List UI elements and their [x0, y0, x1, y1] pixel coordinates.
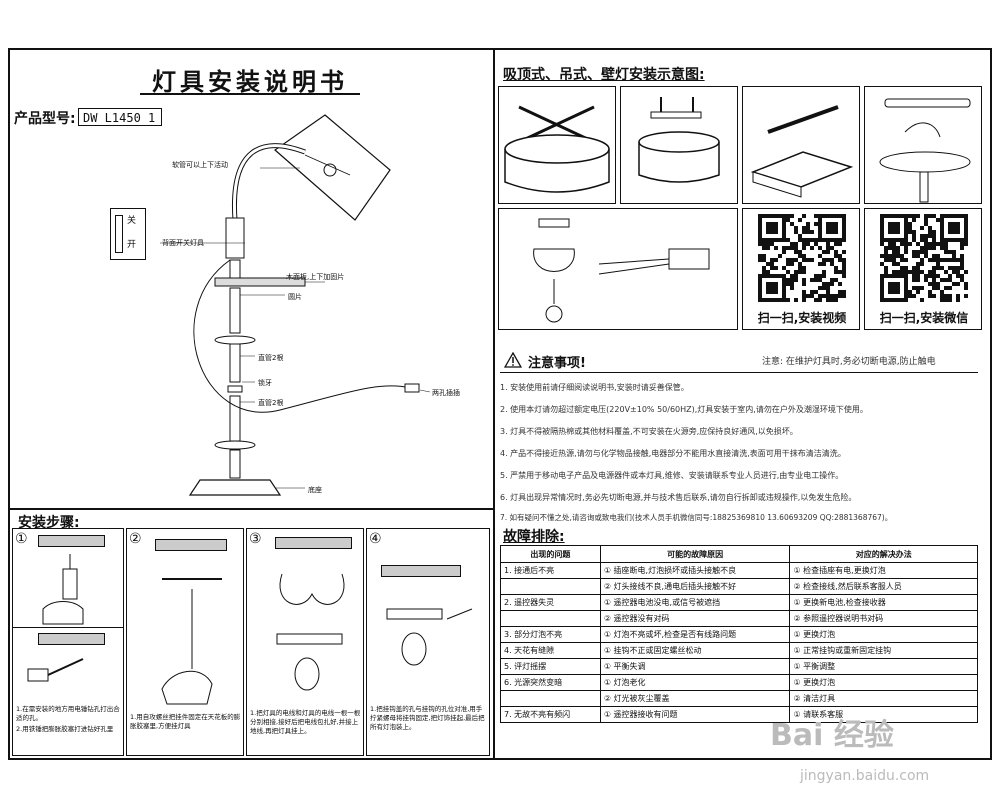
step-3-caption: 1.把灯具的电线和灯具的电线一根一根分别相接,接好后把电线包扎好,并接上地线,再… [250, 709, 361, 735]
step-2-caption: 1.用自攻螺丝把挂件固定在天花板的膨胀胶塞里,方便挂灯具 [130, 713, 241, 730]
label-plate: 圆片 [288, 293, 302, 301]
title-underline [140, 93, 360, 95]
label-board: 木面板,上下加固片 [286, 273, 345, 281]
notice-line-3: 3. 灯具不得被隔热棉或其他材料覆盖,不可安装在火源旁,应保持良好通风,以免损坏… [500, 427, 798, 436]
notice-line-5: 5. 严禁用于移动电子产品及电源器件或本灯具,维修、安装请联系专业人员进行,由专… [500, 471, 844, 480]
watermark-url: jingyan.baidu.com [800, 768, 930, 784]
header-problem: 出现的问题 [500, 545, 601, 563]
watermark-brand: Bai 经验 [770, 718, 894, 753]
step-1-caption-a: 1.在需安装的地方用电锤钻孔打出合适的孔。 [16, 705, 120, 722]
label-plug: 两孔插插 [432, 389, 460, 397]
qr-video-panel: 扫一扫,安装视频 [742, 208, 860, 330]
step-2-number: ② [129, 531, 142, 547]
label-arm1: 直管2根 [258, 354, 284, 362]
step-4-number: ④ [369, 531, 382, 547]
diagram-pendant [864, 86, 982, 204]
notice-line-4: 4. 产品不得接近热源,请勿与化学物品接触,电器部分不能用水直接清洗,表面可用干… [500, 449, 846, 458]
step-1-caption-b: 2.用铁锤把膨胀胶塞打进钻好孔里 [16, 725, 114, 733]
page-title: 灯具安装说明书 [152, 68, 348, 96]
notice-line-1: 1. 安装使用前请仔细阅读说明书,安装时请妥善保管。 [500, 383, 689, 392]
switch-off-label: 关 [127, 216, 137, 226]
install-title: 安装步骤: [18, 515, 80, 531]
step-3-panel: ③ 1.把灯具的电线和灯具的电线一根一根分别相接,接好后把电线包扎好,并接上地线… [246, 528, 364, 756]
diagram-ceiling-round [498, 86, 616, 204]
qr-code-video[interactable] [758, 214, 846, 302]
diagram-ceiling-panel [742, 86, 860, 204]
diagram-ceiling-drum [620, 86, 738, 204]
document-frame [8, 48, 992, 760]
diagram-title: 吸顶式、吊式、壁灯安装示意图: [503, 67, 705, 83]
step-1-panel: ① 1.在需安装的地方用电锤钻孔打出合适的孔。 2.用铁锤把膨胀胶塞打进钻好孔里 [12, 528, 124, 756]
model-label: 产品型号: [14, 111, 76, 127]
label-nut: 锁牙 [258, 379, 272, 387]
switch-on-label: 开 [127, 240, 137, 250]
step-1-number: ① [15, 531, 28, 547]
label-base: 底座 [308, 486, 322, 494]
label-switch: 背面开关灯具 [162, 239, 204, 247]
table-header-row: 出现的问题 可能的故障原因 对应的解决办法 [500, 545, 978, 563]
horizontal-divider [8, 508, 495, 510]
notice-title: 注意事项! [528, 356, 586, 371]
qr-wechat-caption: 扫一扫,安装微信 [879, 311, 969, 325]
header-solution: 对应的解决办法 [789, 545, 978, 563]
warning-icon [504, 352, 522, 368]
model-value: DW L1450 1 [78, 108, 162, 126]
step-2-panel: ② 1.用自攻螺丝把挂件固定在天花板的膨胀胶塞里,方便挂灯具 [126, 528, 244, 756]
notice-line-6: 6. 灯具出现异常情况时,务必先切断电源,并与技术售后联系,请勿自行拆卸或违规操… [500, 493, 857, 502]
header-cause: 可能的故障原因 [599, 545, 791, 563]
qr-code-wechat[interactable] [880, 214, 968, 302]
diagram-chandelier-wiring [498, 208, 738, 330]
floor-lamp-drawing [160, 114, 431, 496]
troubleshoot-title: 故障排除: [503, 529, 565, 545]
label-arm2: 直管2根 [258, 399, 284, 407]
label-shade: 软管可以上下活动 [172, 161, 228, 169]
step-4-panel: ④ 1.把挂钩盖的孔与挂钩的孔位对准,用手拧紧螺母将挂钩固定,把灯饰挂起,最后把… [366, 528, 490, 756]
notice-line-2: 2. 使用本灯请勿超过额定电压(220V±10% 50/60HZ),灯具安装于室… [500, 405, 868, 414]
notice-subtitle: 注意: 在维护灯具时,务必切断电源,防止触电 [762, 357, 936, 367]
step-3-number: ③ [249, 531, 262, 547]
step-4-caption: 1.把挂钩盖的孔与挂钩的孔位对准,用手拧紧螺母将挂钩固定,把灯饰挂起,最后把所有… [370, 705, 485, 731]
switch-diagram: 关 开 [110, 208, 146, 260]
notice-line-7: 7. 如有疑问不懂之处,请咨询或致电我们(技术人员手机微信同号:18825369… [500, 513, 893, 522]
vertical-divider [493, 48, 495, 760]
qr-wechat-panel: 扫一扫,安装微信 [864, 208, 982, 330]
qr-video-caption: 扫一扫,安装视频 [757, 311, 847, 325]
